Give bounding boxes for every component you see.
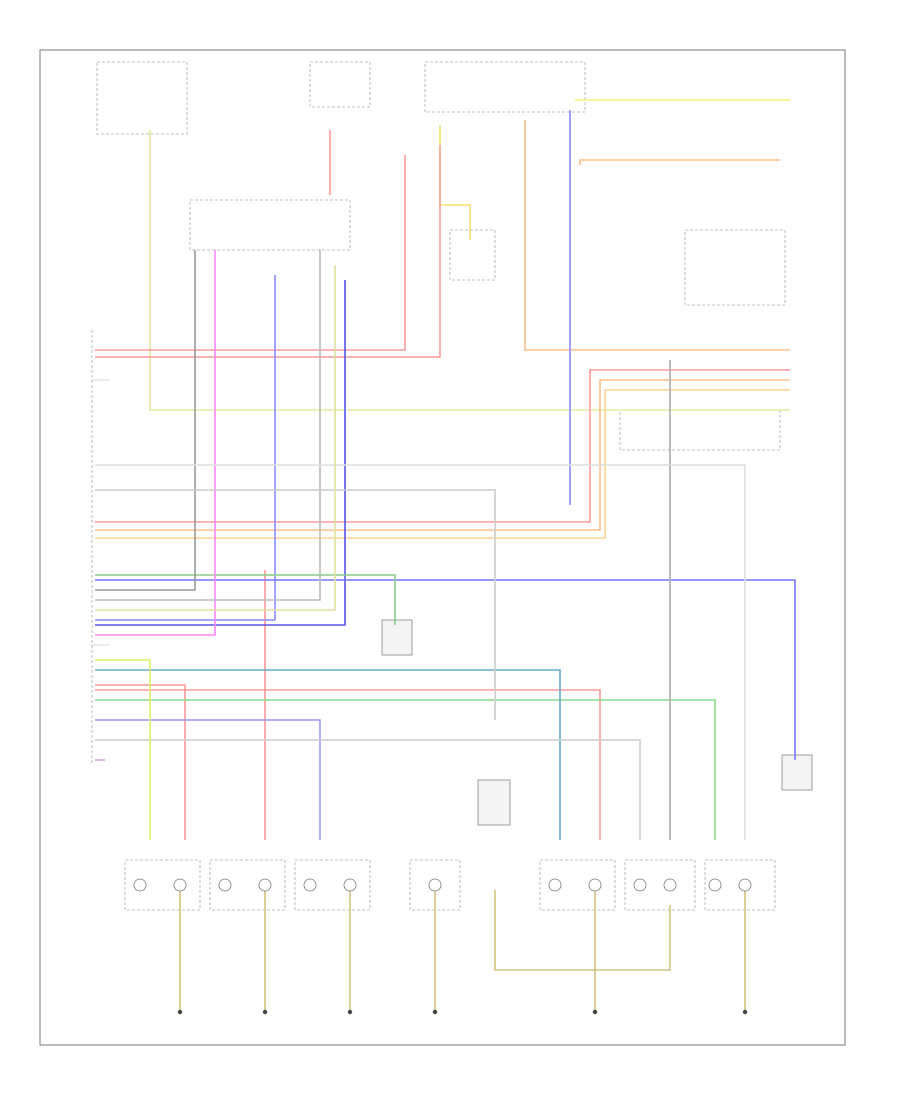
wire-r4: [95, 369, 790, 523]
wire-k2: [95, 250, 321, 601]
ground-g_b: [262, 1009, 268, 1015]
lamp-bulb-c7: [428, 878, 442, 892]
wire-yg: [95, 659, 151, 840]
lamp-assembly-1: [124, 859, 201, 911]
diagram-frame: [39, 49, 846, 1046]
lamp-bulb-c12: [708, 878, 722, 892]
grounds-layer: [177, 1009, 748, 1015]
wire-g2: [95, 699, 716, 840]
wire-o1: [524, 120, 790, 351]
wire-gy: [95, 265, 336, 611]
relay-center: [381, 619, 413, 656]
lamp-assembly-2: [209, 859, 286, 911]
wire-r3: [95, 145, 441, 358]
wire-o3: [95, 379, 790, 531]
wire-br7: [494, 890, 671, 971]
wire-r6: [95, 684, 186, 840]
fuse-panel-top-right: [424, 61, 586, 113]
lamp-bulb-c6: [343, 878, 357, 892]
wire-y1: [149, 130, 790, 411]
ground-g_c: [347, 1009, 353, 1015]
ground-g_f: [742, 1009, 748, 1015]
lamp-bulb-c9: [588, 878, 602, 892]
wire-y2: [439, 125, 471, 240]
fuse-box-top-center: [309, 61, 371, 108]
wires-layer: [95, 99, 796, 1010]
wire-r5: [95, 689, 601, 840]
lamp-bulb-c10: [633, 878, 647, 892]
wire-b3: [95, 280, 346, 626]
lamp-bulb-c4: [258, 878, 272, 892]
lamp-assembly-5: [539, 859, 616, 911]
ground-g_a: [177, 1009, 183, 1015]
lamp-bulb-c3: [218, 878, 232, 892]
wire-o2: [579, 159, 780, 165]
lamp-bulb-c5: [303, 878, 317, 892]
lamp-assembly-3: [294, 859, 371, 911]
wire-k5: [95, 739, 641, 840]
wire-b2: [95, 275, 276, 621]
wire-r2: [95, 155, 406, 351]
wire-k6: [95, 464, 746, 840]
wire-b4: [95, 579, 796, 760]
relay-right: [781, 754, 813, 791]
lamp-bulb-c13: [738, 878, 752, 892]
top-left-switch-box: [96, 61, 188, 135]
lamp-bulb-c1: [133, 878, 147, 892]
lamp-bulb-c2: [173, 878, 187, 892]
ground-g_e: [592, 1009, 598, 1015]
lamp-bulb-c11: [663, 878, 677, 892]
wire-t1: [95, 669, 561, 840]
lamp-assembly-7: [704, 859, 776, 911]
wire-k4: [95, 489, 496, 720]
wire-o4: [95, 389, 790, 539]
light-switch-box: [189, 199, 351, 251]
lamp-assembly-6: [624, 859, 696, 911]
wire-b5: [95, 719, 321, 840]
connectors-layer: [133, 878, 752, 892]
lamp-bulb-c8: [548, 878, 562, 892]
wire-v1: [95, 250, 216, 636]
right-control-module-box: [619, 409, 781, 451]
ground-g_d: [432, 1009, 438, 1015]
wire-k1: [95, 250, 196, 591]
brake-switch-box: [449, 229, 496, 281]
flasher-unit: [477, 779, 511, 826]
turn-signal-switch-box: [684, 229, 786, 306]
